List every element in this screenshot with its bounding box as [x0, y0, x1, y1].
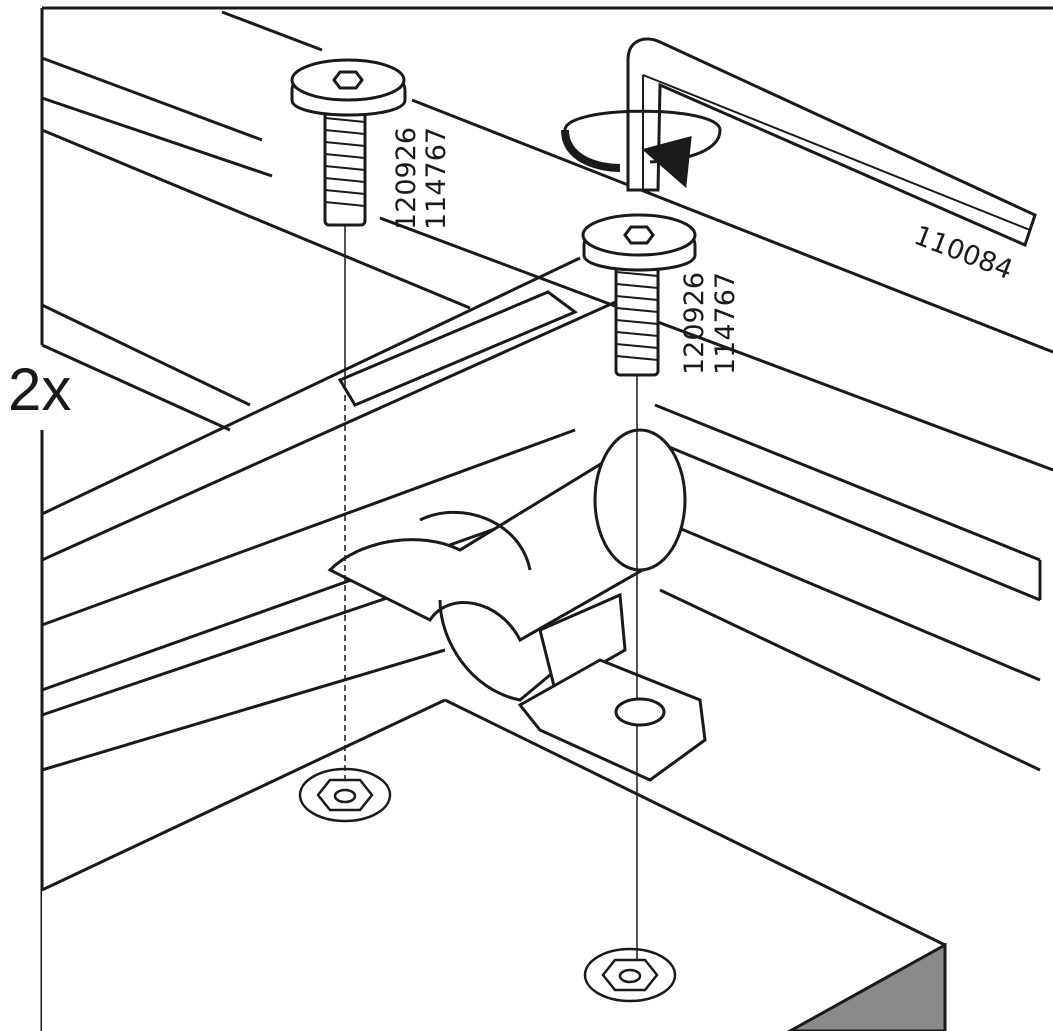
rotate-clockwise-icon — [561, 109, 722, 189]
screw-1 — [290, 58, 407, 227]
screw-2-part-number-2: 114767 — [710, 271, 741, 375]
guide-lines — [344, 225, 638, 960]
hex-key-icon — [626, 37, 1037, 248]
screw-1-part-number-1: 120926 — [391, 126, 422, 230]
back-rail — [41, 10, 1053, 472]
bottom-board — [41, 648, 947, 1031]
tube-clamp — [327, 428, 707, 782]
rail-slot — [337, 290, 579, 407]
screw-2 — [581, 213, 697, 377]
quantity-multiplier: 2x — [8, 356, 72, 423]
screw-1-part-number-2: 114767 — [421, 126, 452, 230]
insert-nut-2 — [583, 947, 677, 1003]
insert-nut-1 — [298, 767, 392, 823]
screw-2-part-number-1: 120926 — [679, 271, 710, 375]
